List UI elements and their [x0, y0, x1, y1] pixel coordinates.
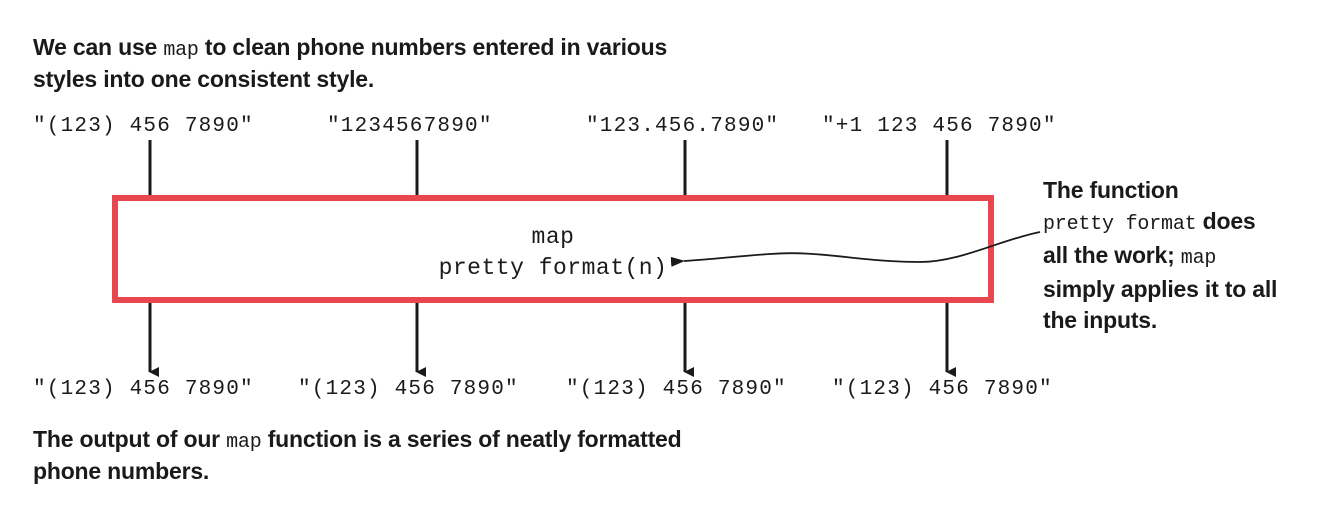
annotation-pointer-path	[670, 231, 1041, 267]
function-name: map	[531, 224, 575, 250]
top-caption-line2: styles into one consistent style.	[33, 66, 375, 92]
bottom-caption-code: map	[226, 431, 262, 454]
input-phone-1: "(123) 456 7890"	[33, 115, 254, 138]
side-note-line3: all the work;	[1043, 242, 1181, 268]
function-call: pretty format(n)	[438, 255, 668, 281]
input-phone-3: "123.456.7890"	[586, 115, 780, 138]
side-note-code-1: pretty format	[1043, 213, 1197, 236]
top-caption-post: to clean phone numbers entered in variou…	[198, 34, 668, 60]
side-note-line1: The function	[1043, 177, 1179, 203]
input-phone-2: "1234567890"	[327, 115, 493, 138]
side-note-line2: does	[1196, 208, 1256, 234]
output-phone-1: "(123) 456 7890"	[33, 378, 254, 401]
input-phone-4: "+1 123 456 7890"	[822, 115, 1057, 138]
top-caption-pre: We can use	[33, 34, 164, 60]
side-note-line5: the inputs.	[1043, 307, 1158, 333]
output-phone-4: "(123) 456 7890"	[832, 378, 1053, 401]
bottom-caption: The output of our map function is a seri…	[33, 425, 682, 485]
side-note-code-2: map	[1180, 247, 1217, 270]
side-note-line4: simply applies it to all	[1043, 276, 1278, 302]
bottom-caption-post: function is a series of neatly formatted	[261, 426, 682, 452]
bottom-caption-pre: The output of our	[33, 426, 227, 452]
function-box: map pretty format(n)	[112, 195, 994, 303]
bottom-caption-line2: phone numbers.	[33, 458, 210, 484]
top-caption-code: map	[163, 39, 199, 62]
side-note: The function pretty format does all the …	[1043, 175, 1277, 336]
top-caption: We can use map to clean phone numbers en…	[33, 33, 667, 93]
output-phone-2: "(123) 456 7890"	[298, 378, 519, 401]
output-phone-3: "(123) 456 7890"	[566, 378, 787, 401]
